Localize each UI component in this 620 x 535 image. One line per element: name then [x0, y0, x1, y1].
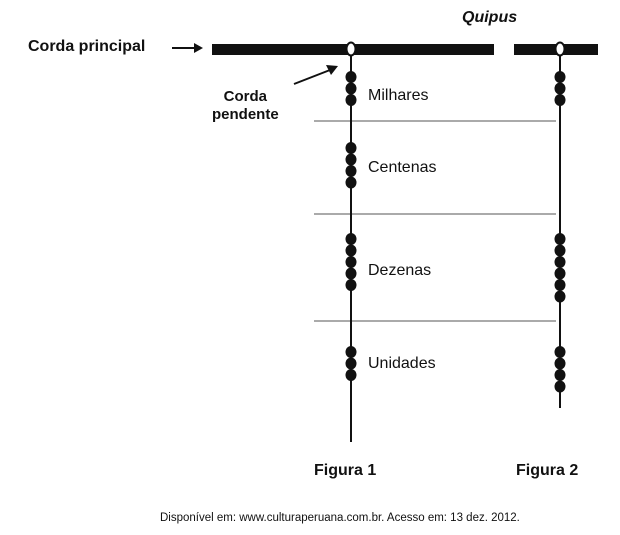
- knot-figure-1-unidades-2: [345, 357, 357, 370]
- figure-1-label: Figura 1: [314, 462, 377, 479]
- knot-figure-1-centenas-1: [345, 142, 357, 154]
- knot-figure-1-milhares-1: [345, 71, 357, 83]
- knot-figure-2-dezenas-4: [554, 267, 566, 280]
- figure-2-label: Figura 2: [516, 462, 579, 479]
- knot-figure-2-dezenas-6: [554, 290, 566, 303]
- knot-figure-1-dezenas-1: [345, 233, 357, 245]
- knot-figure-1-dezenas-2: [345, 244, 357, 257]
- place-label-dezenas: Dezenas: [368, 262, 432, 279]
- knot-figure-1-dezenas-4: [345, 267, 357, 280]
- knot-figure-1-centenas-3: [345, 165, 357, 177]
- diagram-title: Quipus: [462, 9, 518, 26]
- knots-layer: [345, 71, 566, 393]
- pendant-cord-label-line-2: pendente: [212, 106, 279, 123]
- knot-figure-1-unidades-3: [345, 369, 357, 381]
- source-citation: Disponível em: www.culturaperuana.com.br…: [160, 512, 520, 524]
- pendant-cord-arrow-head: [326, 65, 338, 75]
- knot-figure-2-dezenas-1: [554, 233, 566, 245]
- pendant-cord-arrow-shaft: [293, 69, 331, 85]
- knot-figure-2-milhares-2: [554, 82, 566, 95]
- knot-figure-2-dezenas-3: [554, 256, 566, 268]
- knot-figure-2-dezenas-2: [554, 244, 566, 257]
- knot-figure-2-dezenas-5: [554, 279, 566, 291]
- attachment-loop-figure-2: [554, 41, 566, 57]
- knot-figure-2-milhares-3: [554, 94, 566, 106]
- knot-figure-2-unidades-4: [554, 380, 566, 393]
- pendant-cord-label: Corda pendente: [212, 88, 279, 124]
- knot-figure-1-unidades-1: [345, 346, 357, 358]
- knot-figure-2-milhares-1: [554, 71, 566, 83]
- main-cord-label: Corda principal: [28, 38, 146, 55]
- attachment-loop-figure-1: [345, 41, 357, 57]
- knot-figure-2-unidades-1: [554, 346, 566, 358]
- main-cord-arrow-head: [194, 43, 203, 53]
- place-label-unidades: Unidades: [368, 355, 436, 372]
- knot-figure-1-centenas-4: [345, 176, 357, 189]
- knot-figure-2-unidades-3: [554, 369, 566, 381]
- knot-figure-1-milhares-2: [345, 82, 357, 95]
- knot-figure-1-centenas-2: [345, 153, 357, 166]
- pendant-cord-label-line-1: Corda: [223, 88, 268, 105]
- place-label-milhares: Milhares: [368, 87, 429, 104]
- knot-figure-1-dezenas-3: [345, 256, 357, 268]
- knot-figure-1-dezenas-5: [345, 279, 357, 291]
- knot-figure-1-milhares-3: [345, 94, 357, 106]
- place-label-centenas: Centenas: [368, 159, 437, 176]
- knot-figure-2-unidades-2: [554, 357, 566, 370]
